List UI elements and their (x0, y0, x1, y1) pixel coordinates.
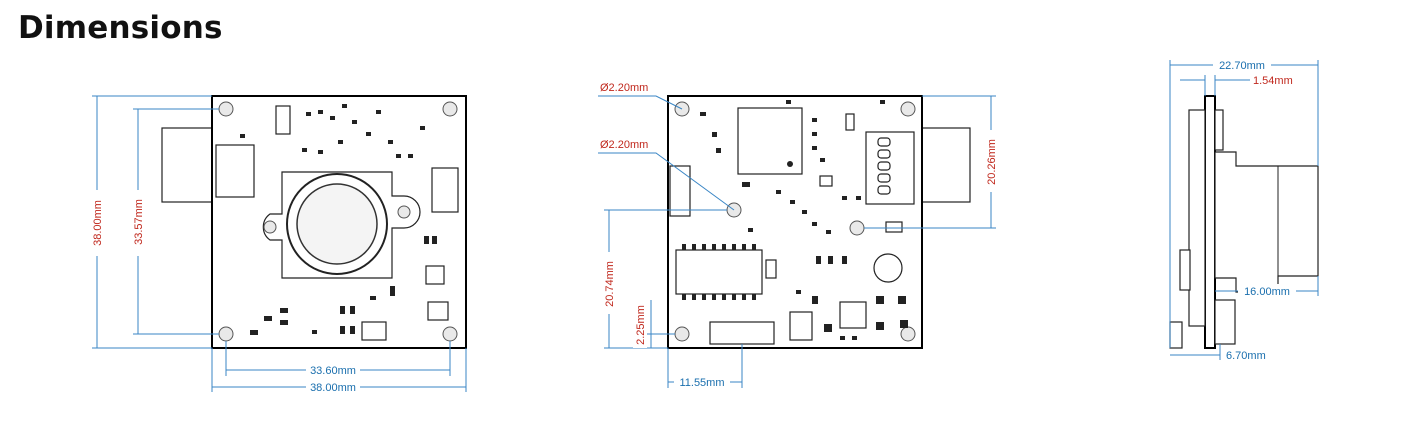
page-title: Dimensions (18, 10, 223, 46)
chip-pins (682, 244, 756, 300)
front-view: 38.00mm 33.57mm 33.60mm 38.00mm (90, 95, 467, 394)
sd-card-tab (921, 127, 971, 203)
label-back-connector-offset: 11.55mm (679, 377, 724, 389)
sd-contacts (877, 137, 891, 195)
side-components-left (1188, 109, 1206, 327)
front-small-parts (240, 104, 437, 335)
back-component (765, 259, 777, 279)
back-view: Ø2.20mm Ø2.20mm 20.26mm 20.74mm 2.25mm 1… (598, 82, 998, 389)
back-component (819, 175, 833, 187)
front-component (361, 321, 387, 341)
side-component (1179, 249, 1191, 291)
label-side-lens-depth: 16.00mm (1244, 286, 1290, 298)
lens-holder-screw-right (397, 205, 411, 219)
back-component (839, 301, 867, 329)
label-hole-diameter-top: Ø2.20mm (600, 82, 648, 94)
side-view: 22.70mm 1.54mm 16.00mm 6.70mm (1169, 58, 1319, 362)
side-component (1214, 299, 1236, 345)
front-mount-hole-bl (218, 326, 234, 342)
lens-holder-screw-left (263, 220, 277, 234)
label-back-small-height: 2.25mm (635, 305, 647, 345)
label-hole-diameter-middle: Ø2.20mm (600, 139, 648, 151)
back-small-parts (700, 100, 908, 340)
front-mount-hole-tl (218, 101, 234, 117)
front-side-tab (161, 127, 213, 203)
side-board-edge (1204, 95, 1216, 349)
back-component (789, 311, 813, 341)
back-mount-hole-bl (674, 326, 690, 342)
back-flash-chip (675, 249, 763, 295)
label-front-width-holes: 33.60mm (310, 365, 356, 377)
leader-hole-middle (598, 152, 735, 211)
side-connector (1169, 321, 1183, 349)
front-connector (431, 167, 459, 213)
label-side-total-depth: 22.70mm (1219, 60, 1265, 72)
leader-hole-top (598, 95, 683, 110)
lens (296, 183, 378, 265)
front-component (275, 105, 291, 135)
back-component (885, 221, 903, 233)
label-front-height-outer: 38.00mm (92, 200, 104, 246)
back-mount-hole-br (900, 326, 916, 342)
back-bottom-connector (709, 321, 775, 345)
label-back-right-height: 20.26mm (986, 139, 998, 185)
label-front-height-holes: 33.57mm (133, 199, 145, 245)
side-lens-holder (1214, 151, 1319, 293)
front-chip (215, 144, 255, 198)
back-component (845, 113, 855, 131)
fpc-connector (669, 165, 691, 217)
label-side-connector-depth: 6.70mm (1226, 350, 1266, 362)
back-mount-hole-tr (900, 101, 916, 117)
back-mount-hole-right (849, 220, 865, 236)
front-component (427, 301, 449, 321)
front-mount-hole-br (442, 326, 458, 342)
label-side-board-thickness: 1.54mm (1253, 75, 1293, 87)
side-tab (1214, 109, 1224, 151)
front-component (425, 265, 445, 285)
label-back-left-height: 20.74mm (604, 261, 616, 307)
back-inductor (873, 253, 903, 283)
front-mount-hole-tr (442, 101, 458, 117)
label-front-width-outer: 38.00mm (310, 382, 356, 394)
